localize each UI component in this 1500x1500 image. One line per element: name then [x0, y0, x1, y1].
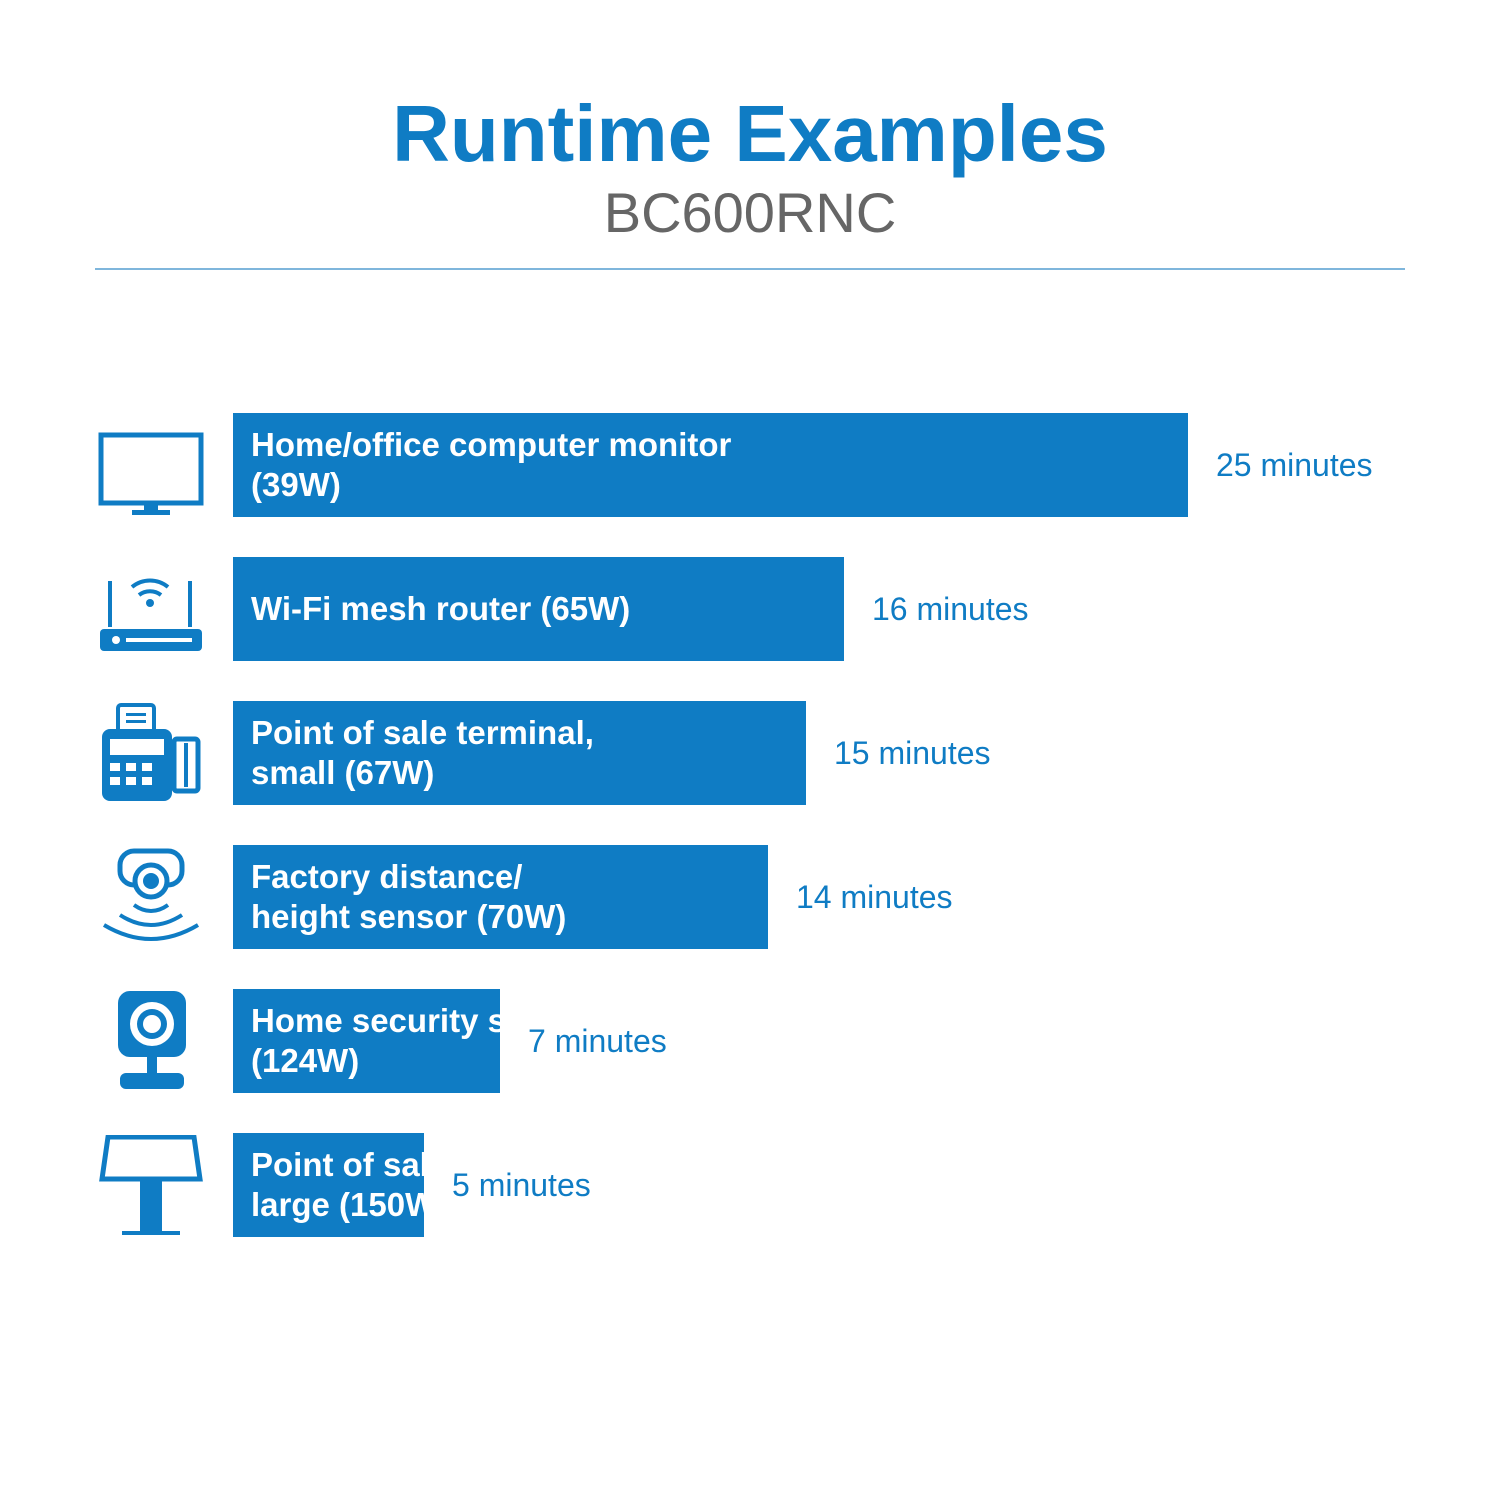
bar-value-label: 15 minutes [834, 734, 991, 771]
pos-display-icon [96, 1134, 206, 1235]
bar-value-label: 14 minutes [796, 878, 953, 915]
page-subtitle: BC600RNC [603, 181, 897, 244]
bar-value-label: 5 minutes [452, 1166, 591, 1203]
bar [233, 845, 768, 949]
chart-row: Point of sale terminal, large (150W)5 mi… [0, 1133, 1500, 1237]
bar [233, 989, 500, 1093]
divider [95, 268, 1405, 270]
page-title: Runtime Examples [392, 89, 1108, 178]
bar [233, 557, 844, 661]
bar-value-label: 25 minutes [1216, 446, 1373, 483]
bar [233, 413, 1188, 517]
pos-terminal-icon [96, 703, 206, 803]
security-camera-icon [96, 991, 206, 1091]
bar-value-label: 7 minutes [528, 1022, 667, 1059]
bar-category-label: Factory distance/ height sensor (70W) [251, 858, 567, 935]
bar-category-label: Home/office computer monitor (39W) [251, 426, 732, 503]
bar [233, 701, 806, 805]
bar-value-label: 16 minutes [872, 590, 1029, 627]
bar-category-label: Home security system (124W) [251, 1002, 602, 1079]
wifi-router-icon [96, 559, 206, 659]
bar-category-label: Point of sale terminal, small (67W) [251, 714, 594, 791]
chart-row: Wi-Fi mesh router (65W) 16 minutes [0, 557, 1500, 661]
bar-category-label: Point of sale terminal, large (150W) [251, 1146, 594, 1223]
chart-row: Home security system (124W)7 minutes [0, 989, 1500, 1093]
chart-row: Factory distance/ height sensor (70W) 14 … [0, 845, 1500, 949]
bar [233, 1133, 424, 1237]
chart-row: Point of sale terminal, small (67W) 15 mi… [0, 701, 1500, 805]
monitor-icon [96, 415, 206, 515]
distance-sensor-icon [96, 847, 206, 947]
chart-row: Home/office computer monitor (39W) 25 min… [0, 413, 1500, 517]
bar-category-label: Wi-Fi mesh router (65W) [251, 590, 631, 627]
